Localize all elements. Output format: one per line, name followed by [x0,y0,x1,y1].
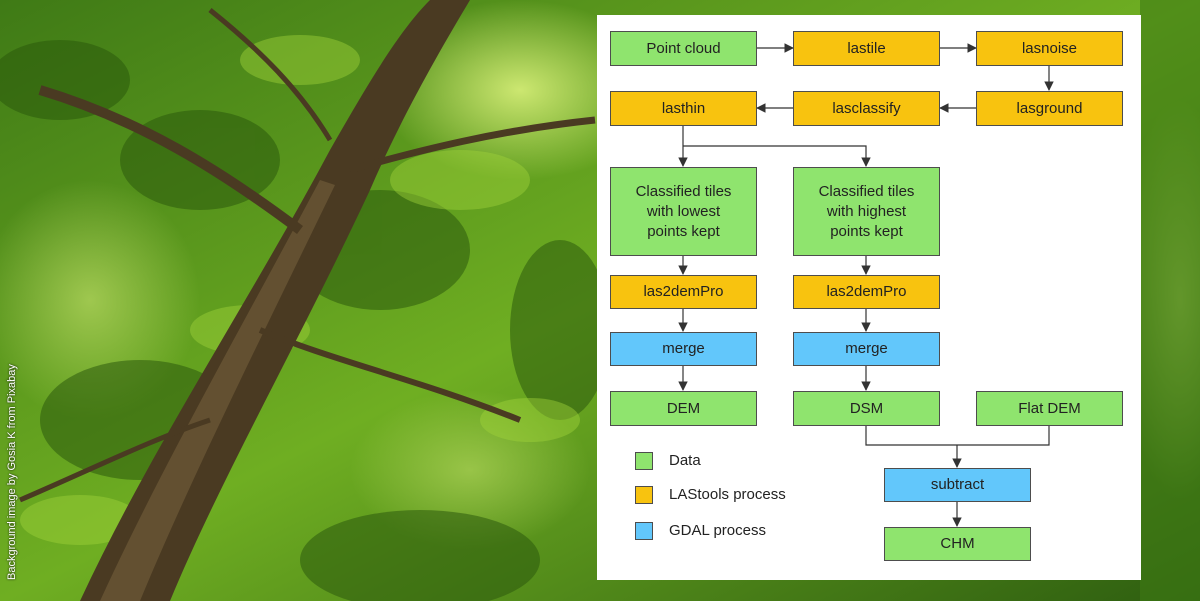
node-las2dempro-right-label: las2demPro [826,283,907,300]
node-subtract-label: subtract [930,476,985,493]
legend-label-data: Data [669,452,701,469]
node-tiles-lowest: Classified tiles with lowest points kept [610,167,757,256]
background-credit: Background image by Gosia K from Pixabay [6,364,18,580]
connector-dsm-subtract [865,426,1050,446]
flowchart-connectors [678,43,1054,527]
node-merge-right: merge [793,332,940,366]
node-tiles-highest-line-1: Classified tiles [818,182,915,200]
flowchart-panel: Point cloud lastile lasnoise lasthin las… [597,15,1141,580]
node-lasnoise: lasnoise [976,31,1123,66]
arrow-lasthin-tiles-highest [683,145,871,167]
node-merge-left: merge [610,332,757,366]
node-merge-left-label: merge [662,340,705,357]
node-lasground-label: lasground [1016,99,1083,117]
node-las2dempro-left-label: las2demPro [643,283,724,300]
node-tiles-highest-line-3: points kept [830,222,903,240]
node-dem-label: DEM [666,399,701,417]
node-chm-label: CHM [940,535,975,552]
node-merge-right-label: merge [845,340,888,357]
legend-label-lastools: LAStools process [669,486,786,503]
node-lastile: lastile [793,31,940,66]
node-flat-dem-label: Flat DEM [1018,399,1081,417]
node-dsm: DSM [793,391,940,426]
node-lasclassify: lasclassify [793,91,940,126]
node-point-cloud: Point cloud [610,31,757,66]
node-lasclassify-label: lasclassify [832,99,901,117]
node-las2dempro-right: las2demPro [793,275,940,309]
node-tiles-highest: Classified tiles with highest points kep… [793,167,940,256]
node-dsm-label: DSM [849,399,884,417]
node-chm: CHM [884,527,1031,561]
node-lastile-label: lastile [847,39,886,57]
node-flat-dem: Flat DEM [976,391,1123,426]
node-point-cloud-label: Point cloud [646,39,721,57]
node-tiles-lowest-line-1: Classified tiles [635,182,732,200]
node-tiles-lowest-line-3: points kept [647,222,720,240]
legend-label-gdal: GDAL process [669,522,766,539]
legend-swatch-lastools [635,486,653,504]
node-las2dempro-left: las2demPro [610,275,757,309]
legend-swatch-gdal [635,522,653,540]
node-subtract: subtract [884,468,1031,502]
node-tiles-highest-line-2: with highest [826,202,907,220]
node-lasground: lasground [976,91,1123,126]
node-lasnoise-label: lasnoise [1021,39,1078,57]
node-dem: DEM [610,391,757,426]
legend-swatch-data [635,452,653,470]
node-lasthin: lasthin [610,91,757,126]
node-tiles-lowest-line-2: with lowest [646,202,721,220]
node-lasthin-label: lasthin [661,99,706,117]
